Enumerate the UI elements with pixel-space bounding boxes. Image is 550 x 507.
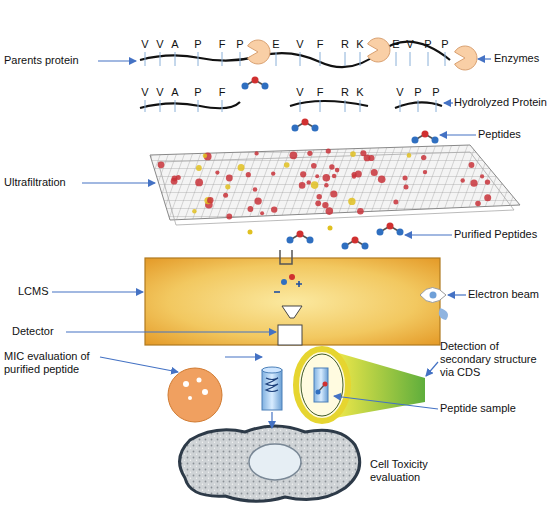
callout-label: LCMS [18, 285, 52, 298]
callout-label: Electron beam [468, 288, 548, 301]
amino-acid-letter: A [168, 38, 182, 51]
amino-acid-letter: V [403, 38, 417, 51]
amino-acid-letter: K [353, 86, 367, 99]
callout-label: MIC evaluation of purified peptide [4, 350, 100, 376]
amino-acid-letter: V [293, 86, 307, 99]
amino-acid-letter: P [411, 86, 425, 99]
amino-acid-letter: K [353, 38, 367, 51]
amino-acid-letter: E [269, 38, 283, 51]
callout-label: Detector [12, 325, 66, 338]
amino-acid-letter: V [138, 86, 152, 99]
callout-label: Peptide sample [440, 402, 540, 415]
amino-acid-letter: V [293, 38, 307, 51]
amino-acid-letter: F [215, 38, 229, 51]
amino-acid-letter: R [338, 38, 352, 51]
amino-acid-letter: V [153, 38, 167, 51]
callout-label: Purified Peptides [454, 228, 548, 241]
callout-label: Cell Toxicity evaluation [370, 458, 450, 484]
amino-acid-letter: V [393, 86, 407, 99]
amino-acid-letter: F [313, 86, 327, 99]
amino-acid-letter: P [191, 86, 205, 99]
amino-acid-letter: P [421, 38, 435, 51]
callout-label: Hydrolyzed Protein [454, 96, 548, 109]
amino-acid-letter: A [168, 86, 182, 99]
callout-label: Detection of secondary structure via CDS [440, 340, 546, 379]
callout-label: Enzymes [494, 52, 548, 65]
amino-acid-letter: P [429, 86, 443, 99]
amino-acid-letter: E [389, 38, 403, 51]
amino-acid-letter: P [191, 38, 205, 51]
callout-label: Peptides [478, 128, 544, 141]
amino-acid-letter: F [313, 38, 327, 51]
amino-acid-letter: V [153, 86, 167, 99]
callout-label: Ultrafiltration [4, 176, 82, 189]
amino-acid-letter: V [138, 38, 152, 51]
amino-acid-letter: P [233, 38, 247, 51]
amino-acid-letter: P [438, 38, 452, 51]
amino-acid-letter: F [215, 86, 229, 99]
callout-label: Parents protein [4, 54, 98, 67]
amino-acid-letter: R [338, 86, 352, 99]
